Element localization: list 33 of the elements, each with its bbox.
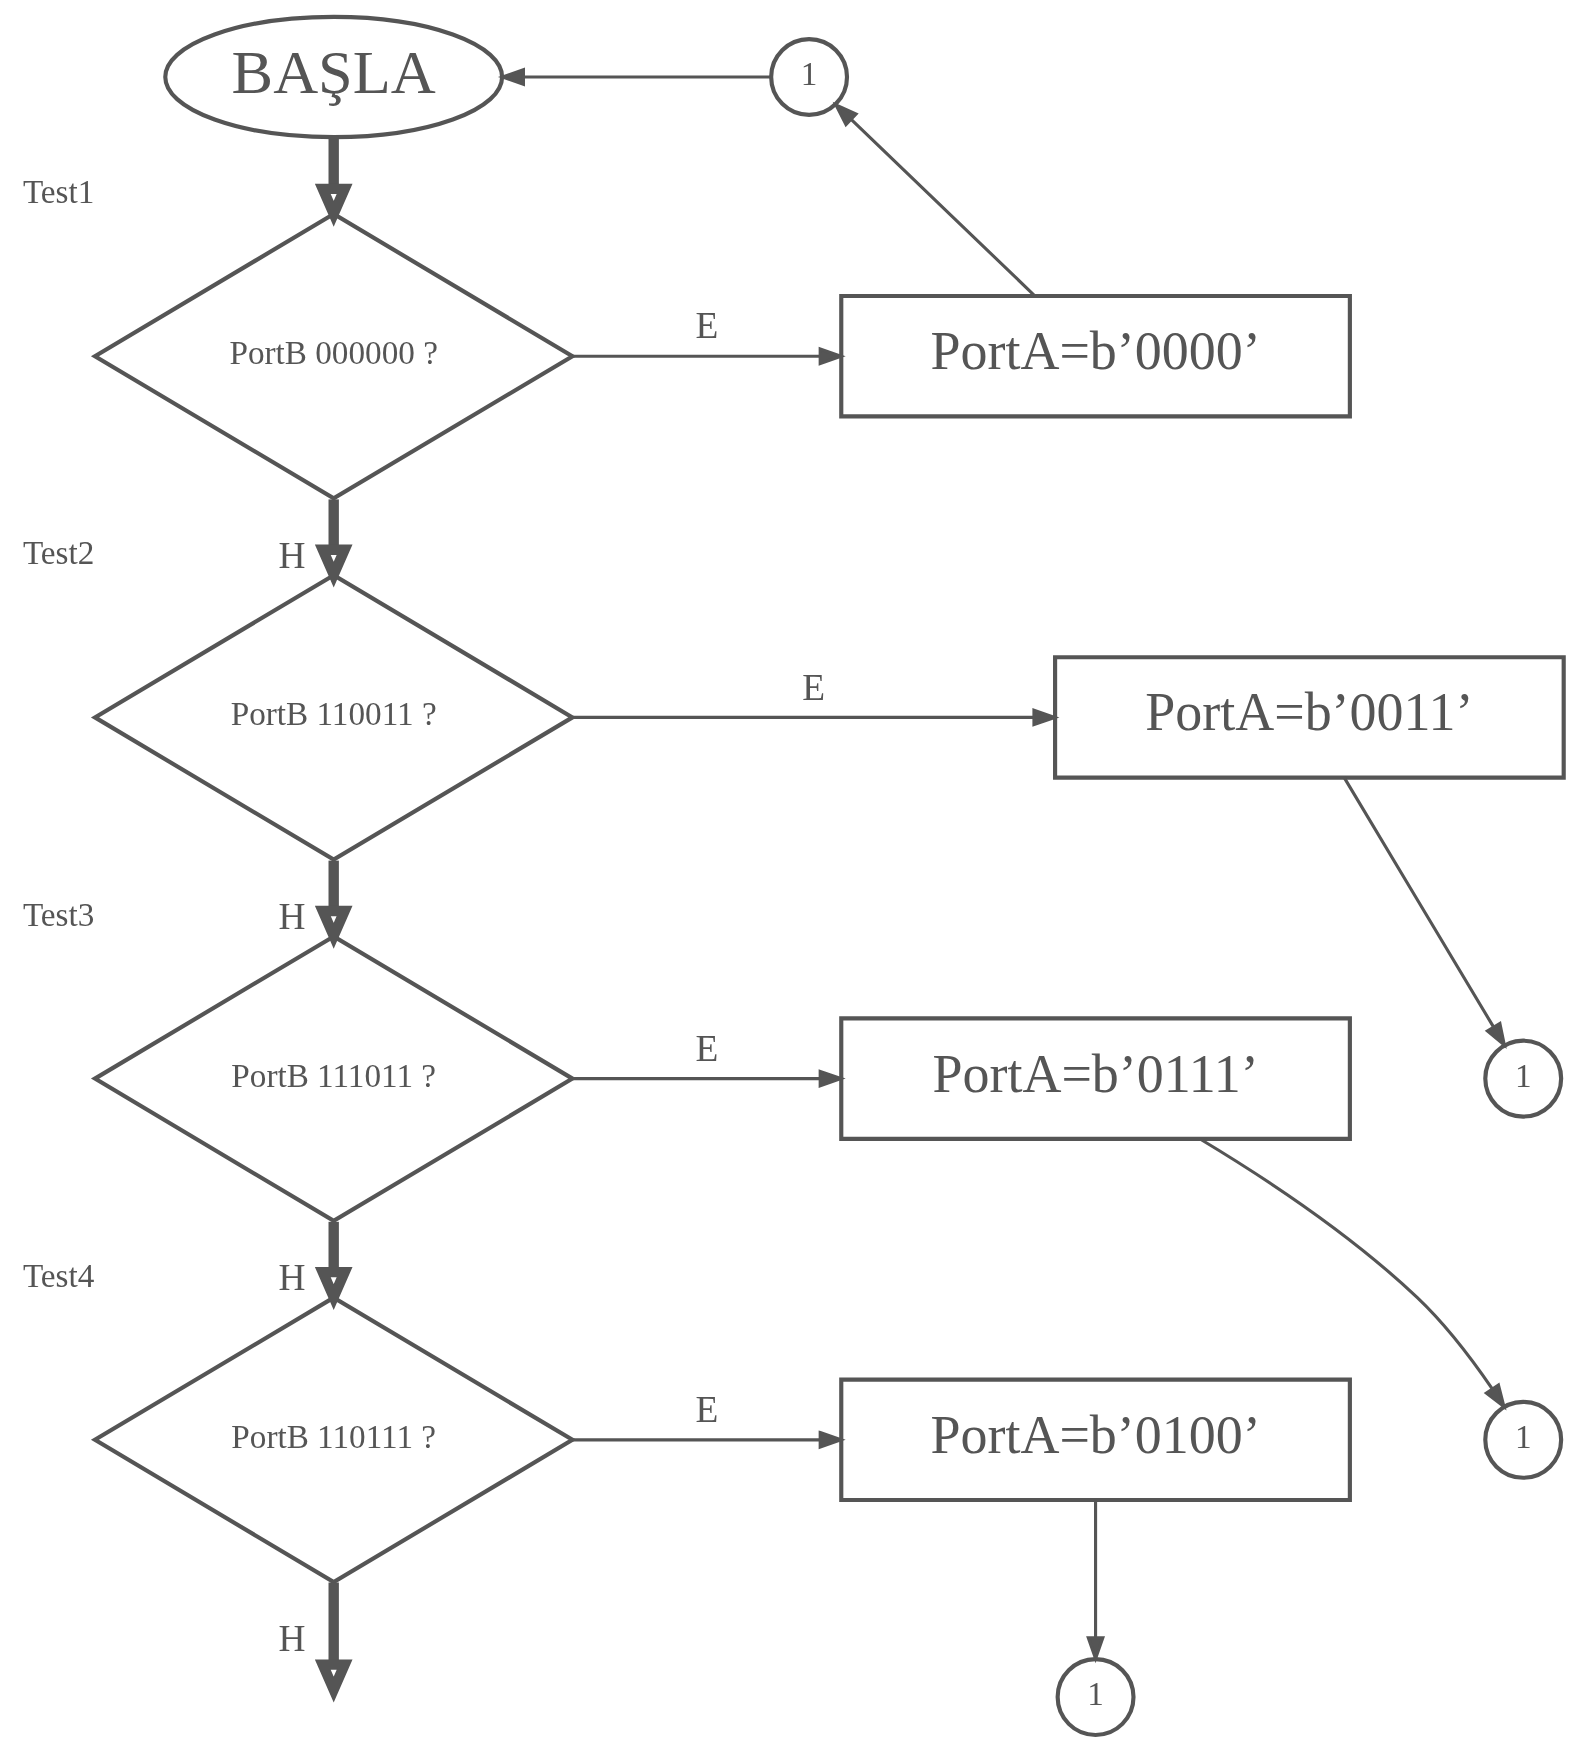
edge-label: E — [694, 1027, 718, 1069]
node-box: PortA=b’0011’ — [1052, 655, 1566, 780]
node-label: Test4 — [22, 1256, 94, 1294]
arrow — [832, 101, 1036, 297]
node-diamond: PortB 110111 ? — [90, 1295, 576, 1585]
arrow — [1085, 1500, 1105, 1664]
node-box: PortA=b’0100’ — [838, 1377, 1352, 1503]
node-circle: 1 — [1055, 1657, 1136, 1738]
node-label: Test3 — [22, 895, 94, 933]
arrow — [314, 860, 353, 949]
node-circle: 1 — [768, 37, 849, 117]
arrow — [314, 137, 353, 227]
edge-label: H — [278, 1618, 305, 1660]
arrow — [314, 1221, 353, 1311]
arrow — [497, 67, 771, 87]
node-label: Test1 — [22, 173, 94, 211]
node-ellipse: BAŞLA — [162, 14, 504, 140]
edge-label: E — [694, 305, 718, 347]
arrow — [572, 1430, 846, 1450]
node-label: Test2 — [22, 534, 94, 572]
edge-label: E — [694, 1388, 718, 1430]
arrow — [572, 707, 1059, 727]
node-diamond: PortB 111011 ? — [90, 934, 576, 1224]
arrow — [314, 1582, 353, 1703]
node-box: PortA=b’0111’ — [838, 1016, 1352, 1141]
edge-label: E — [801, 666, 825, 708]
arrow — [572, 346, 846, 366]
arrow — [314, 499, 353, 588]
arrow — [1342, 776, 1507, 1050]
node-box: PortA=b’0000’ — [838, 293, 1352, 419]
node-circle: 1 — [1482, 1399, 1563, 1480]
arrow — [572, 1069, 846, 1089]
node-circle: 1 — [1482, 1038, 1563, 1119]
